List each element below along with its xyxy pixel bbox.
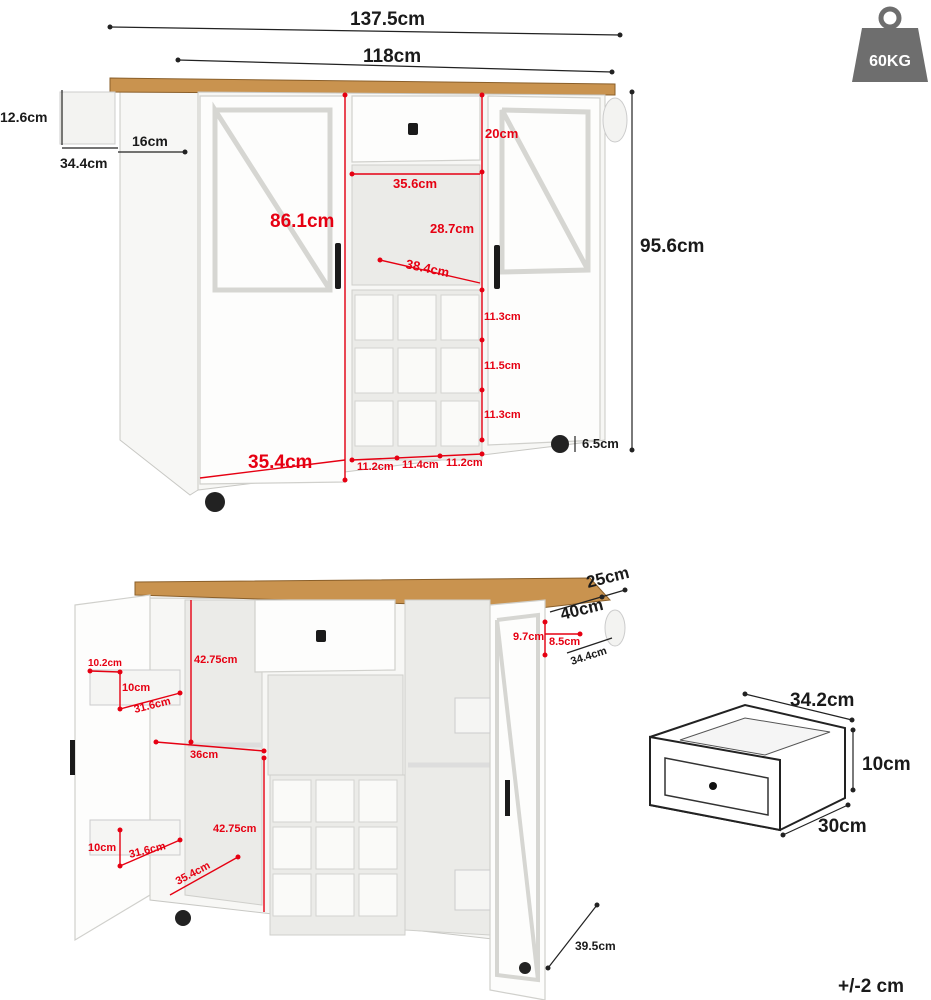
svg-text:39.5cm: 39.5cm: [575, 939, 616, 953]
svg-text:30cm: 30cm: [818, 816, 867, 837]
svg-text:25cm: 25cm: [584, 563, 631, 592]
door-shelf-upper: [89, 669, 181, 706]
caster-wheel: [551, 435, 569, 453]
svg-text:35.6cm: 35.6cm: [393, 176, 437, 191]
svg-text:11.3cm: 11.3cm: [484, 409, 521, 421]
wood-countertop: [134, 577, 612, 609]
left-door-handle: [70, 740, 75, 775]
svg-text:35.4cm: 35.4cm: [248, 452, 312, 473]
door-shelf-lower: [89, 819, 181, 856]
svg-text:42.75cm: 42.75cm: [194, 654, 238, 666]
svg-text:34.4cm: 34.4cm: [569, 645, 608, 668]
svg-text:11.2cm: 11.2cm: [357, 461, 394, 473]
drawer-knob: [408, 123, 418, 135]
svg-text:10cm: 10cm: [88, 842, 116, 854]
drawer-illustration: 34.2cm 10cm 30cm: [649, 690, 911, 838]
svg-text:10cm: 10cm: [862, 754, 911, 775]
svg-text:42.75cm: 42.75cm: [213, 823, 257, 835]
svg-text:28.7cm: 28.7cm: [430, 221, 474, 236]
svg-text:20cm: 20cm: [485, 126, 518, 141]
svg-text:11.3cm: 11.3cm: [484, 311, 521, 323]
right-door-handle: [494, 245, 500, 289]
svg-text:6.5cm: 6.5cm: [582, 436, 619, 451]
svg-text:11.5cm: 11.5cm: [484, 360, 521, 372]
left-door-open: [74, 594, 151, 942]
towel-bar-right: [602, 97, 628, 143]
caster-wheel: [175, 910, 191, 926]
svg-text:8.5cm: 8.5cm: [549, 636, 580, 648]
svg-text:10.2cm: 10.2cm: [88, 658, 122, 669]
drawer-knob: [316, 630, 326, 642]
svg-text:11.2cm: 11.2cm: [446, 457, 483, 469]
drawer-knob: [709, 782, 717, 790]
front-view-cabinet: [59, 77, 628, 512]
svg-text:118cm: 118cm: [363, 46, 421, 67]
towel-bar: [604, 609, 626, 647]
svg-text:16cm: 16cm: [132, 133, 168, 149]
open-view-cabinet: [70, 577, 626, 1000]
weight-icon: [852, 6, 928, 82]
wine-rack: [351, 289, 483, 461]
svg-text:9.7cm: 9.7cm: [513, 631, 544, 643]
right-door-handle: [505, 780, 510, 816]
svg-text:60KG: 60KG: [869, 53, 911, 70]
svg-text:86.1cm: 86.1cm: [270, 211, 334, 232]
svg-text:11.4cm: 11.4cm: [402, 459, 439, 471]
svg-text:36cm: 36cm: [190, 749, 218, 761]
tolerance-note: +/-2 cm: [838, 976, 904, 997]
caster-wheel: [205, 492, 225, 512]
caster-wheel: [519, 962, 531, 974]
front-view-dimensions: 137.5cm 118cm 12.6cm 34.4cm 16cm 95.6cm …: [0, 9, 704, 483]
svg-text:95.6cm: 95.6cm: [640, 236, 704, 257]
svg-text:137.5cm: 137.5cm: [350, 9, 425, 30]
wine-rack: [269, 774, 406, 936]
weight-badge: 60KG: [852, 6, 928, 82]
svg-text:10cm: 10cm: [122, 682, 150, 694]
left-door-handle: [335, 243, 341, 289]
wood-countertop: [109, 77, 616, 96]
open-shelf: [351, 164, 481, 286]
left-compartment: [184, 599, 263, 906]
svg-text:34.2cm: 34.2cm: [790, 690, 854, 711]
svg-text:34.4cm: 34.4cm: [60, 155, 107, 171]
svg-text:12.6cm: 12.6cm: [0, 109, 47, 125]
towel-bar-left: [59, 91, 116, 145]
